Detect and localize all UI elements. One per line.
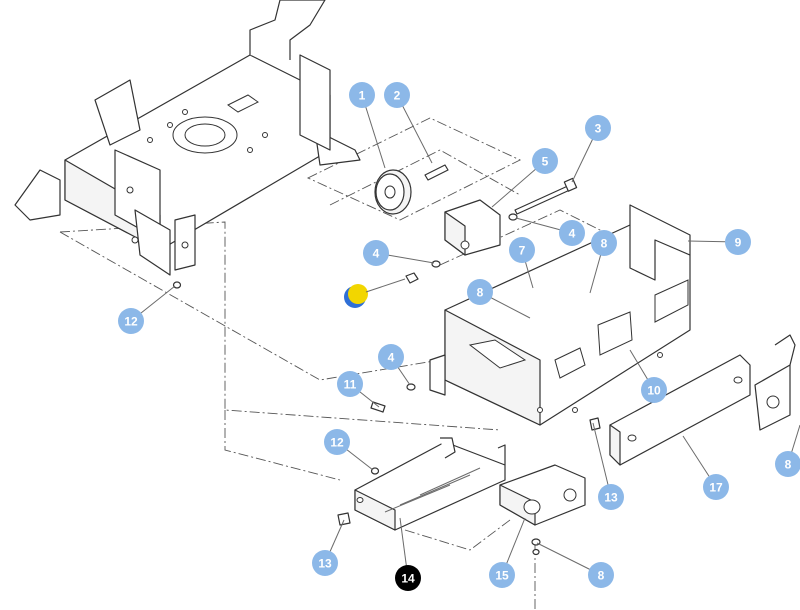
- callout-circle[interactable]: [395, 565, 421, 591]
- callout-label: 8: [598, 569, 605, 583]
- callout-c2[interactable]: 2: [384, 82, 410, 108]
- callout-c13b[interactable]: 13: [312, 550, 338, 576]
- front-bumper-frame: [429, 204, 691, 426]
- callout-circle[interactable]: [591, 230, 617, 256]
- callout-c11[interactable]: 11: [337, 371, 363, 397]
- assembly-guide-lines: [59, 117, 621, 610]
- side-plate-part: [754, 334, 796, 431]
- callout-c4a[interactable]: 4: [559, 220, 585, 246]
- bracket-block-part: [444, 199, 501, 256]
- callout-c8d[interactable]: 8: [588, 562, 614, 588]
- callout-label: 12: [330, 436, 344, 450]
- callout-c17[interactable]: 17: [703, 474, 729, 500]
- callout-circle[interactable]: [349, 82, 375, 108]
- callout-label: 13: [604, 491, 618, 505]
- callout-label: 13: [318, 557, 332, 571]
- callout-c15[interactable]: 15: [489, 562, 515, 588]
- bumper-bar-part: [609, 354, 751, 466]
- marker-leader: [365, 278, 406, 293]
- corner-block-part: [499, 464, 586, 526]
- callout-c8a[interactable]: 8: [591, 230, 617, 256]
- callout-c4b[interactable]: 4: [363, 240, 389, 266]
- callout-circle[interactable]: [598, 484, 624, 510]
- location-marker-icon[interactable]: [344, 284, 368, 308]
- callout-label: 5: [542, 155, 549, 169]
- callout-c12a[interactable]: 12: [118, 308, 144, 334]
- callout-label: 11: [344, 378, 357, 392]
- callout-label: 2: [394, 89, 401, 103]
- callout-circle[interactable]: [509, 237, 535, 263]
- callout-label: 4: [373, 247, 380, 261]
- callout-circle[interactable]: [641, 377, 667, 403]
- callout-circle[interactable]: [585, 115, 611, 141]
- callout-circle[interactable]: [703, 474, 729, 500]
- callout-c9[interactable]: 9: [725, 229, 751, 255]
- callout-circle[interactable]: [775, 451, 800, 477]
- callout-circle[interactable]: [363, 240, 389, 266]
- callout-label: 3: [595, 122, 602, 136]
- callout-circle[interactable]: [118, 308, 144, 334]
- callout-label: 1: [359, 89, 366, 103]
- callout-label: 12: [124, 315, 138, 329]
- callout-label: 9: [735, 236, 742, 250]
- callout-c8c[interactable]: 8: [775, 451, 800, 477]
- callout-circle[interactable]: [467, 279, 493, 305]
- callout-label: 7: [519, 244, 526, 258]
- callout-c10[interactable]: 10: [641, 377, 667, 403]
- callout-circle[interactable]: [312, 550, 338, 576]
- callout-circle[interactable]: [324, 429, 350, 455]
- callout-c14[interactable]: 14: [395, 565, 421, 591]
- callout-circle[interactable]: [725, 229, 751, 255]
- callout-label: 8: [601, 237, 608, 251]
- long-bolt-part: [514, 177, 578, 215]
- callout-label: 4: [388, 351, 395, 365]
- callout-circle[interactable]: [489, 562, 515, 588]
- callout-label: 17: [709, 481, 723, 495]
- callout-c8b[interactable]: 8: [467, 279, 493, 305]
- callout-circle[interactable]: [532, 148, 558, 174]
- callout-label: 14: [401, 572, 415, 586]
- callout-c1[interactable]: 1: [349, 82, 375, 108]
- callout-circle[interactable]: [378, 344, 404, 370]
- callout-c5[interactable]: 5: [532, 148, 558, 174]
- callout-c12b[interactable]: 12: [324, 429, 350, 455]
- callout-label: 15: [495, 569, 509, 583]
- callout-label: 4: [569, 227, 576, 241]
- main-chassis-frame: [14, 0, 361, 276]
- callout-label: 8: [477, 286, 484, 300]
- callout-label: 10: [647, 384, 661, 398]
- callout-circle[interactable]: [337, 371, 363, 397]
- pin-part: [424, 164, 449, 181]
- foot-step-tray-part: [354, 437, 506, 531]
- callout-label: 8: [785, 458, 792, 472]
- callout-circle[interactable]: [559, 220, 585, 246]
- callout-circle[interactable]: [384, 82, 410, 108]
- callout-c3[interactable]: 3: [585, 115, 611, 141]
- callout-circle[interactable]: [588, 562, 614, 588]
- callout-c13a[interactable]: 13: [598, 484, 624, 510]
- roller-wheel-part: [374, 169, 412, 215]
- callout-c7[interactable]: 7: [509, 237, 535, 263]
- callout-c4c[interactable]: 4: [378, 344, 404, 370]
